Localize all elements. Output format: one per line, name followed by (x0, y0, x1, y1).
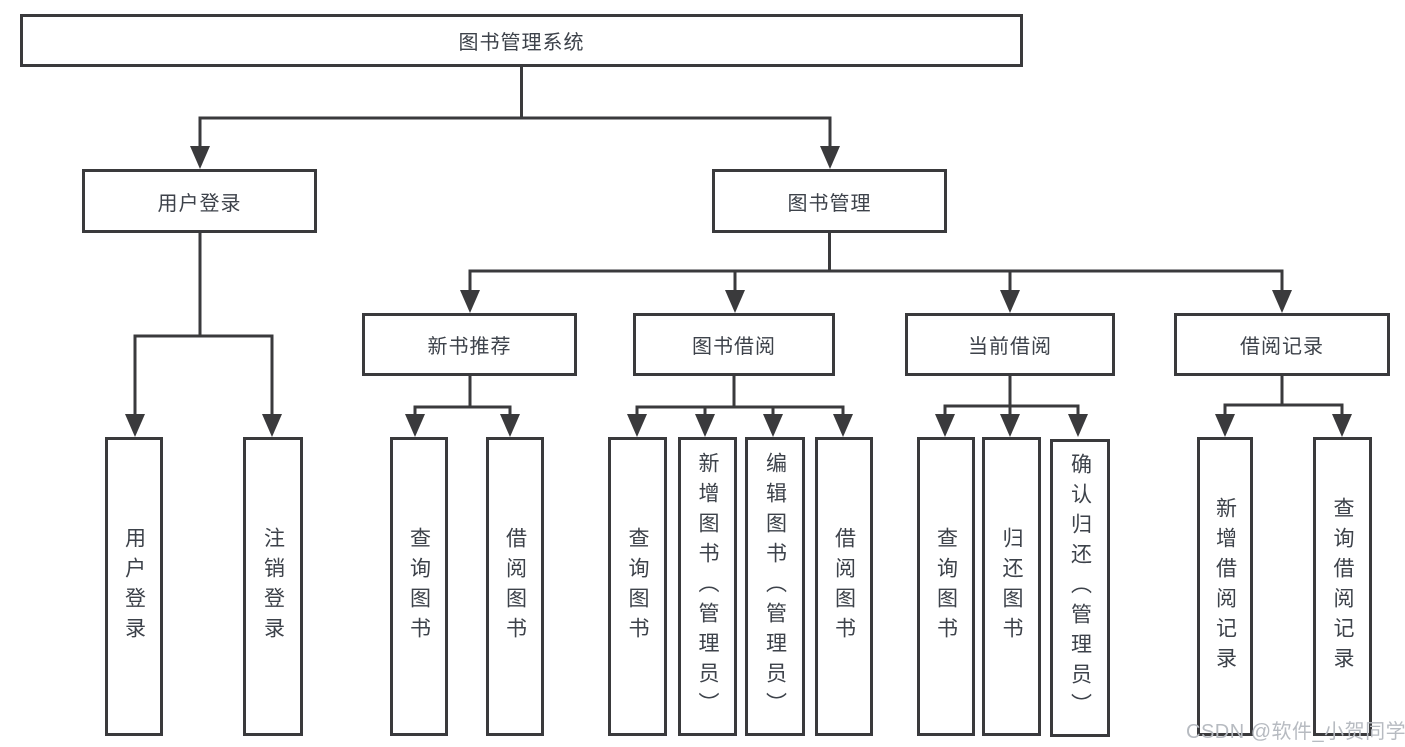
wire-root (198, 65, 832, 148)
node-new-book-recommend-label: 新书推荐 (427, 336, 512, 358)
leaf-return-books: 归还图书 (982, 437, 1041, 736)
leaf-query-books-3: 查询图书 (917, 437, 975, 736)
node-book-borrowing: 图书借阅 (633, 313, 835, 376)
leaf-user-login-label: 用户登录 (122, 526, 146, 647)
leaf-query-borrow-record: 查询借阅记录 (1313, 437, 1372, 736)
leaf-borrow-books-2-label: 借阅图书 (832, 526, 856, 647)
node-current-borrowing: 当前借阅 (905, 313, 1115, 376)
node-current-borrowing-label: 当前借阅 (968, 336, 1052, 358)
node-root: 图书管理系统 (20, 14, 1023, 67)
leaf-query-books-2: 查询图书 (608, 437, 667, 736)
leaf-edit-books-admin: 编辑图书（管理员） (745, 437, 805, 736)
node-book-management: 图书管理 (712, 169, 947, 233)
wire-current-borrow (943, 374, 1080, 416)
leaf-confirm-return-admin: 确认归还（管理员） (1050, 439, 1110, 737)
wire-book-mgmt (468, 230, 1284, 292)
node-borrowing-records: 借阅记录 (1174, 313, 1390, 376)
leaf-logout-label: 注销登录 (261, 526, 285, 647)
leaf-return-books-label: 归还图书 (1000, 526, 1023, 647)
node-root-label: 图书管理系统 (458, 32, 585, 54)
leaf-query-books-3-label: 查询图书 (934, 526, 958, 647)
leaf-add-borrow-record-label: 新增借阅记录 (1213, 496, 1237, 677)
csdn-watermark: CSDN @软件_小贺同学 (1186, 721, 1405, 743)
wire-user-login (133, 231, 274, 416)
leaf-query-books-1: 查询图书 (390, 437, 448, 736)
leaf-confirm-return-admin-label: 确认归还（管理员） (1068, 453, 1092, 723)
leaf-logout: 注销登录 (243, 437, 303, 736)
node-user-login: 用户登录 (82, 169, 317, 233)
leaf-add-books-admin-label: 新增图书（管理员） (696, 451, 719, 722)
node-book-management-label: 图书管理 (787, 192, 872, 215)
wire-borrow-record (1223, 374, 1344, 416)
leaf-edit-books-admin-label: 编辑图书（管理员） (763, 451, 787, 722)
leaf-add-borrow-record: 新增借阅记录 (1197, 437, 1253, 736)
leaf-query-books-1-label: 查询图书 (407, 526, 431, 647)
node-new-book-recommend: 新书推荐 (362, 313, 577, 376)
leaf-borrow-books-1-label: 借阅图书 (503, 526, 527, 647)
leaf-user-login: 用户登录 (105, 437, 163, 736)
leaf-borrow-books-1: 借阅图书 (486, 437, 544, 736)
wire-new-book (413, 374, 512, 416)
leaf-add-books-admin: 新增图书（管理员） (678, 437, 737, 736)
wire-book-borrow (635, 374, 845, 416)
leaf-borrow-books-2: 借阅图书 (815, 437, 873, 736)
leaf-query-borrow-record-label: 查询借阅记录 (1331, 496, 1354, 677)
leaf-query-books-2-label: 查询图书 (626, 526, 649, 647)
node-book-borrowing-label: 图书借阅 (692, 336, 776, 358)
node-borrowing-records-label: 借阅记录 (1240, 336, 1324, 358)
node-user-login-label: 用户登录 (157, 192, 242, 215)
